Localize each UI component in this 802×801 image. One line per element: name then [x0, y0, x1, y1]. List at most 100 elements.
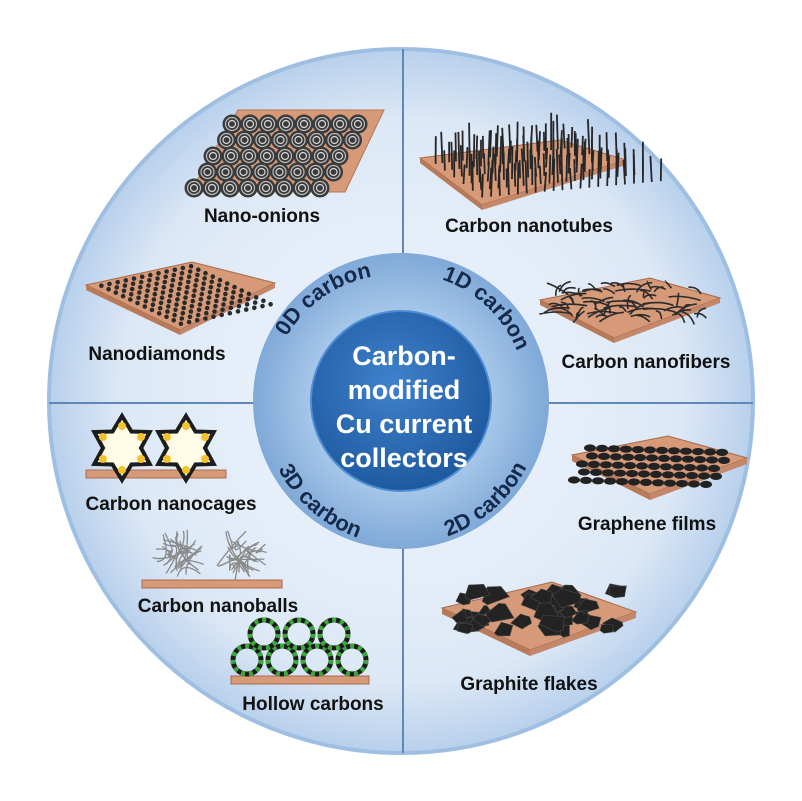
graphite-flake: [457, 622, 474, 634]
nanotube: [443, 150, 446, 171]
nanodiamond-dot: [177, 281, 183, 287]
nanofiber: [668, 295, 701, 302]
graphite-flake: [451, 610, 468, 624]
hollow-carbon-shell: [265, 643, 299, 677]
nano-onion: [198, 162, 217, 182]
nanofiber: [548, 302, 563, 308]
nanodiamond-dot: [184, 290, 189, 295]
nano-onion: [203, 146, 223, 166]
nanotube: [555, 148, 559, 183]
nanofiber: [603, 301, 611, 316]
graphene-patch: [590, 468, 602, 476]
nanotube: [454, 132, 457, 162]
nanocage: [90, 412, 154, 484]
nanotube: [495, 125, 499, 157]
nano-onion: [258, 114, 278, 134]
nanodiamond-dot: [169, 283, 175, 288]
nanodiamond-dot: [210, 274, 216, 279]
nanofiber: [572, 310, 585, 324]
nanotube: [623, 142, 626, 168]
graphene-patch: [568, 476, 580, 484]
graphene-patch: [650, 470, 662, 478]
nanodiamond-dot: [243, 307, 249, 312]
nanodiamond-dot: [223, 291, 228, 297]
nanofiber: [562, 286, 576, 293]
nanotube: [548, 154, 552, 184]
nanofiber: [693, 312, 707, 319]
nanodiamond-dot: [163, 274, 168, 280]
nanodiamond-dot: [128, 292, 134, 297]
nanotube: [597, 150, 600, 187]
nanodiamond-dot: [187, 314, 193, 320]
nanodiamond-dot: [107, 281, 112, 287]
center-title-line-2: modified: [348, 375, 461, 405]
nanotube: [459, 145, 463, 177]
nano-onion: [235, 130, 254, 150]
nanotube: [450, 141, 454, 170]
nanotube: [468, 122, 471, 160]
nanofiber: [674, 303, 697, 316]
nanotube: [465, 147, 469, 169]
nano-onion: [270, 162, 289, 182]
nanodiamond-dot: [202, 276, 207, 281]
nanodiamond-dot: [161, 284, 167, 290]
nanodiamond-dot: [113, 290, 119, 295]
nanodiamond-dot: [228, 305, 234, 311]
nano-onion: [276, 114, 296, 134]
graphene-patch: [608, 445, 620, 453]
nanodiamond-dot: [167, 293, 173, 299]
nanofiber: [546, 282, 569, 296]
nanodiamond-dot: [164, 314, 169, 320]
nanodiamond-dot: [198, 297, 204, 302]
nanotube: [529, 125, 533, 153]
nanotube: [579, 163, 583, 189]
hollow-carbon-shell: [300, 643, 334, 677]
center-title-line-1: Carbon-: [352, 341, 456, 371]
nanodiamond-dot: [204, 310, 209, 316]
graphene-patch: [716, 448, 728, 456]
nanodiamond-dot: [179, 270, 185, 276]
nanodiamond-dot: [164, 269, 169, 274]
nanodiamond-dot: [166, 298, 172, 304]
nanodiamond-dot: [159, 295, 165, 301]
nanodiamonds-illustration: [84, 261, 277, 335]
nanofiber: [626, 294, 632, 310]
graphene-patch: [688, 480, 700, 488]
nanodiamond-dot: [128, 297, 133, 302]
graphene-patch: [706, 456, 718, 464]
label-nanodiamonds: Nanodiamonds: [88, 344, 225, 365]
hollow-carbons-illustration: [230, 617, 370, 685]
nanodiamond-dot: [178, 321, 184, 327]
graphite-flake: [538, 615, 565, 633]
nanodiamond-dot: [162, 279, 168, 285]
nanodiamond-dot: [188, 309, 194, 314]
nanotube: [581, 135, 584, 156]
nanodiamond-dot: [171, 318, 176, 323]
nanofiber: [646, 280, 652, 291]
nanodiamond-dot: [183, 295, 188, 300]
nanotube: [483, 153, 486, 175]
nanodiamond-dot: [196, 307, 202, 313]
nanotube: [501, 127, 505, 156]
nanotube: [573, 159, 576, 181]
graphene-patch: [602, 469, 614, 477]
nanotube: [472, 134, 476, 168]
nanodiamond-dot: [222, 296, 227, 302]
nanodiamond-dot: [171, 272, 177, 278]
nanodiamond-dot: [195, 272, 200, 278]
nanodiamond-dot: [219, 312, 224, 318]
nanodiamond-dot: [120, 293, 126, 299]
nano-onion: [330, 114, 350, 134]
nano-onion: [294, 114, 314, 134]
graphene-patch: [626, 470, 638, 478]
graphene-patch: [588, 460, 600, 468]
nanotube: [513, 163, 517, 187]
nanodiamond-dot: [245, 296, 251, 302]
nanofiber: [630, 313, 651, 318]
nanodiamond-dot: [207, 290, 213, 295]
graphene-patch: [580, 476, 592, 484]
nanotube: [543, 171, 547, 192]
nanotube: [562, 123, 566, 149]
graphite-flake: [608, 585, 627, 599]
graphite-flake: [559, 605, 578, 619]
